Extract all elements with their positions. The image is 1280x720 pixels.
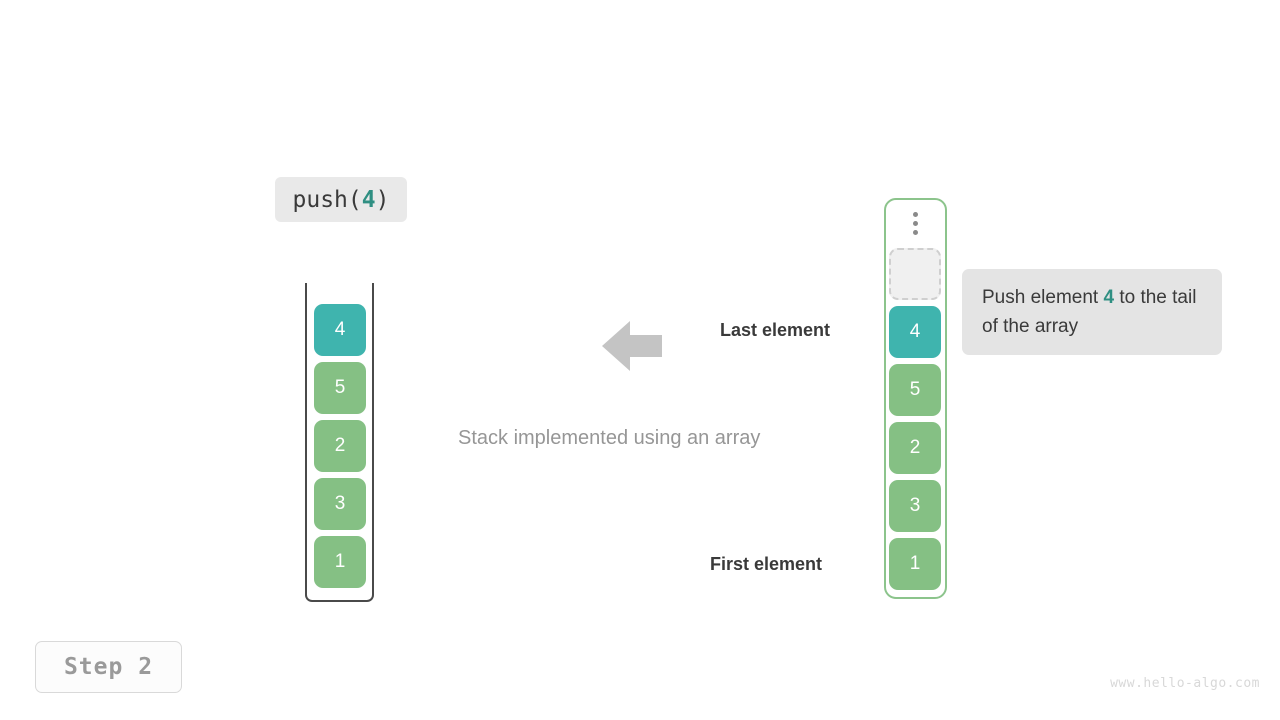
stack-cell-list: 4 5 2 3 1 xyxy=(314,304,366,594)
array-cell: 1 xyxy=(889,538,941,590)
array-cell-list: 4 5 2 3 1 xyxy=(889,248,941,596)
array-container: 4 5 2 3 1 xyxy=(884,198,947,599)
stack-cell: 3 xyxy=(314,478,366,530)
vertical-ellipsis-icon xyxy=(886,200,945,246)
tooltip-value: 4 xyxy=(1103,287,1115,308)
operation-suffix: ) xyxy=(375,186,390,213)
array-cell: 3 xyxy=(889,480,941,532)
operation-value: 4 xyxy=(361,186,376,213)
stack-cell: 1 xyxy=(314,536,366,588)
operation-label: push(4) xyxy=(275,177,407,222)
watermark: www.hello-algo.com xyxy=(1110,676,1260,691)
stack-cell: 2 xyxy=(314,420,366,472)
stack-wall-right xyxy=(372,283,374,583)
left-arrow-icon xyxy=(602,317,662,375)
diagram-caption: Stack implemented using an array xyxy=(458,427,761,449)
label-first-element: First element xyxy=(710,554,823,574)
stack-cell: 5 xyxy=(314,362,366,414)
tooltip-text-before: Push element xyxy=(982,287,1104,308)
array-cell: 4 xyxy=(889,306,941,358)
step-badge: Step 2 xyxy=(35,641,182,693)
array-cell: 2 xyxy=(889,422,941,474)
stack-floor xyxy=(305,578,374,602)
label-last-element: Last element xyxy=(720,320,831,340)
description-tooltip: Push element 4 to the tail of the array xyxy=(962,269,1222,355)
tooltip-text-after: to the tail of the array xyxy=(982,287,1197,337)
stack-container: 4 5 2 3 1 xyxy=(305,283,374,602)
array-cell: 5 xyxy=(889,364,941,416)
stack-cell: 4 xyxy=(314,304,366,356)
operation-prefix: push( xyxy=(292,186,362,213)
array-empty-slot xyxy=(889,248,941,300)
ellipsis-dot xyxy=(913,229,918,235)
ellipsis-dot xyxy=(913,220,918,226)
stack-wall-left xyxy=(305,283,307,583)
ellipsis-dot xyxy=(913,211,918,217)
